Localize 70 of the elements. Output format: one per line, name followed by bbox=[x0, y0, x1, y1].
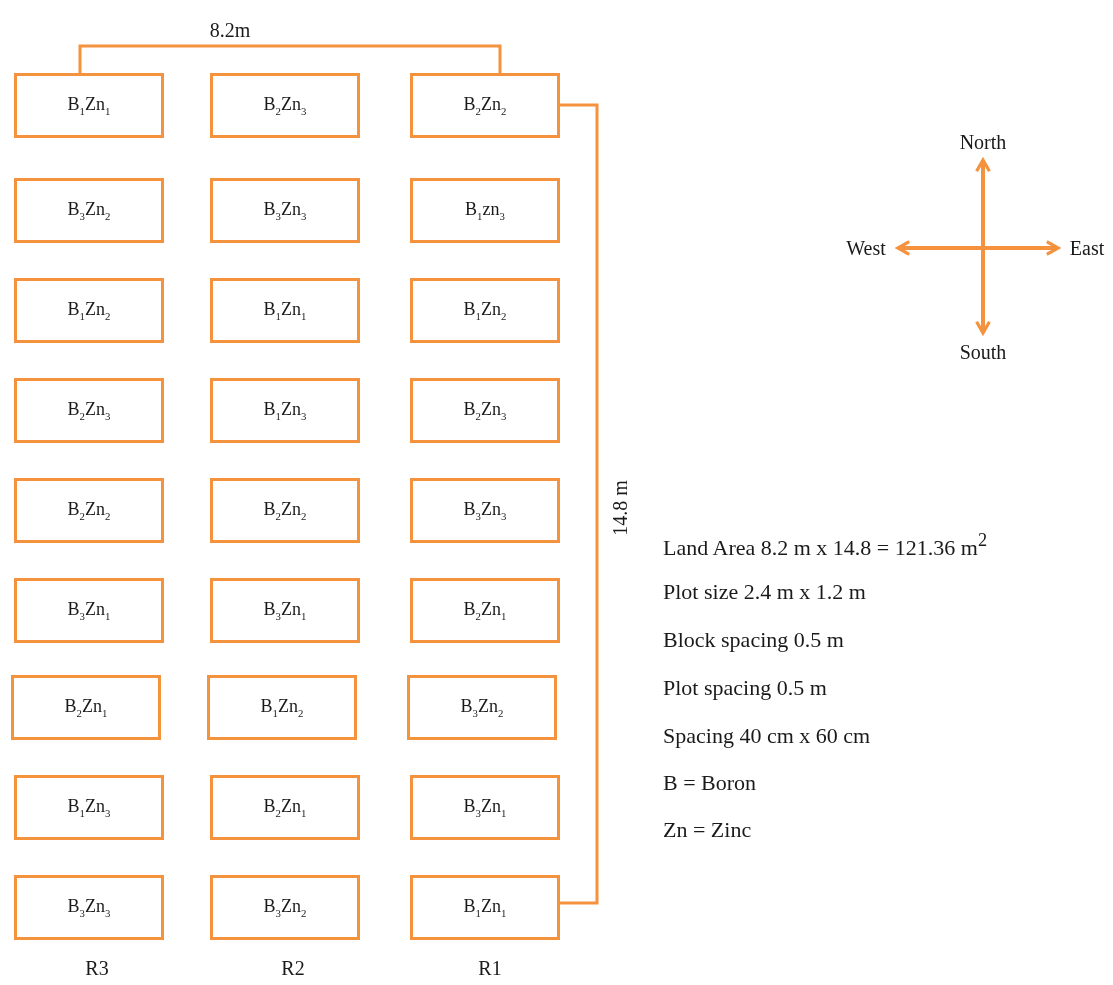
plot-box bbox=[14, 578, 164, 643]
plot-box bbox=[210, 178, 360, 243]
plot-label: B$_{2}$Zn$_{3}$ bbox=[463, 399, 507, 422]
plot-label: B$_{1}$Zn$_{1}$ bbox=[463, 896, 507, 919]
plot-label: B$_{2}$Zn$_{3}$ bbox=[67, 399, 111, 422]
plot-label: B$_{2}$Zn$_{2}$ bbox=[67, 499, 111, 522]
direction-label: East bbox=[1069, 237, 1105, 259]
plot-label: B$_{3}$Zn$_{3}$ bbox=[67, 896, 111, 919]
direction-label: North bbox=[959, 131, 1007, 153]
note-text: Block spacing 0.5 m bbox=[663, 627, 844, 653]
plot-box bbox=[210, 875, 360, 940]
plot-label: B$_{1}$Zn$_{2}$ bbox=[260, 696, 304, 719]
replication-label: R1 bbox=[478, 957, 502, 979]
plot-box bbox=[14, 875, 164, 940]
plot-box bbox=[210, 775, 360, 840]
plot-label: B$_{3}$Zn$_{3}$ bbox=[463, 499, 507, 522]
plot-label: B$_{3}$Zn$_{3}$ bbox=[263, 199, 307, 222]
plot-label: B$_{3}$Zn$_{2}$ bbox=[67, 199, 111, 222]
plot-label: B$_{3}$Zn$_{1}$ bbox=[463, 796, 507, 819]
plot-box bbox=[207, 675, 357, 740]
plot-box bbox=[14, 775, 164, 840]
note-text: Spacing 40 cm x 60 cm bbox=[663, 723, 871, 749]
plot-box bbox=[410, 478, 560, 543]
replication-label: R2 bbox=[281, 957, 305, 979]
plot-box bbox=[14, 178, 164, 243]
plot-label: B$_{1}$Zn$_{3}$ bbox=[67, 796, 111, 819]
plot-box bbox=[210, 378, 360, 443]
plot-box bbox=[210, 478, 360, 543]
note-text: Land Area 8.2 m x 14.8 = 121.36 m$^{2}$ bbox=[663, 530, 988, 560]
plot-box bbox=[410, 578, 560, 643]
note-text: Zn = Zinc bbox=[663, 817, 752, 843]
direction-label: West bbox=[846, 237, 886, 259]
plot-label: B$_{2}$Zn$_{2}$ bbox=[463, 94, 507, 117]
plot-box bbox=[410, 178, 560, 243]
plot-label: B$_{3}$Zn$_{1}$ bbox=[263, 599, 307, 622]
plot-box bbox=[14, 278, 164, 343]
plot-box bbox=[11, 675, 161, 740]
plot-label: B$_{3}$Zn$_{2}$ bbox=[263, 896, 307, 919]
plot-box bbox=[410, 73, 560, 138]
plot-label: B$_{2}$Zn$_{1}$ bbox=[463, 599, 507, 622]
plot-box bbox=[210, 578, 360, 643]
direction-label: South bbox=[959, 341, 1007, 363]
plot-box bbox=[410, 378, 560, 443]
plot-label: B$_{2}$Zn$_{1}$ bbox=[263, 796, 307, 819]
note-text: Plot spacing 0.5 m bbox=[663, 675, 827, 701]
note-text: Plot size 2.4 m x 1.2 m bbox=[663, 579, 866, 605]
plot-label: B$_{1}$zn$_{3}$ bbox=[465, 199, 505, 222]
plot-label: B$_{1}$Zn$_{1}$ bbox=[263, 299, 307, 322]
plot-box bbox=[410, 775, 560, 840]
plot-label: B$_{2}$Zn$_{3}$ bbox=[263, 94, 307, 117]
plot-label: B$_{2}$Zn$_{1}$ bbox=[64, 696, 108, 719]
note-text: B = Boron bbox=[663, 770, 757, 796]
plot-box bbox=[410, 278, 560, 343]
plot-label: B$_{1}$Zn$_{1}$ bbox=[67, 94, 111, 117]
plot-box bbox=[210, 73, 360, 138]
plot-label: B$_{1}$Zn$_{2}$ bbox=[67, 299, 111, 322]
plot-label: B$_{2}$Zn$_{2}$ bbox=[263, 499, 307, 522]
plot-box bbox=[14, 73, 164, 138]
plot-box bbox=[407, 675, 557, 740]
plot-label: B$_{3}$Zn$_{2}$ bbox=[460, 696, 504, 719]
plot-box bbox=[14, 378, 164, 443]
dimension-label: 8.2m bbox=[209, 19, 251, 41]
dimension-label: 14.8 m bbox=[609, 480, 631, 536]
plot-box bbox=[210, 278, 360, 343]
plot-label: B$_{1}$Zn$_{2}$ bbox=[463, 299, 507, 322]
plot-box bbox=[14, 478, 164, 543]
plot-label: B$_{1}$Zn$_{3}$ bbox=[263, 399, 307, 422]
plot-label: B$_{3}$Zn$_{1}$ bbox=[67, 599, 111, 622]
replication-label: R3 bbox=[85, 957, 109, 979]
plot-box bbox=[410, 875, 560, 940]
